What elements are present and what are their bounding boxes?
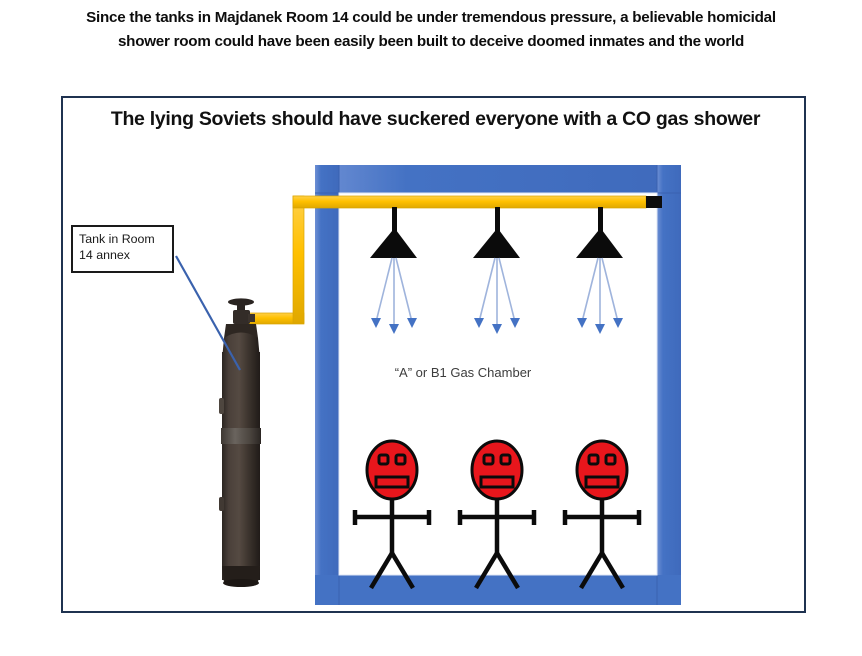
- tank-callout-box: Tank in Room 14 annex: [71, 225, 174, 273]
- callout-line-2: 14 annex: [79, 248, 130, 262]
- caption-line-2: shower room could have been easily been …: [117, 33, 745, 50]
- page-caption: Since the tanks in Majdanek Room 14 coul…: [0, 6, 862, 54]
- chamber-label-text: “A” or B1 Gas Chamber: [394, 365, 532, 380]
- caption-line-1: Since the tanks in Majdanek Room 14 coul…: [86, 9, 776, 26]
- diagram-panel: The lying Soviets should have suckered e…: [61, 96, 806, 613]
- callout-line-1: Tank in Room: [79, 232, 155, 246]
- panel-title: The lying Soviets should have suckered e…: [110, 108, 761, 130]
- chamber-label: “A” or B1 Gas Chamber: [0, 365, 862, 380]
